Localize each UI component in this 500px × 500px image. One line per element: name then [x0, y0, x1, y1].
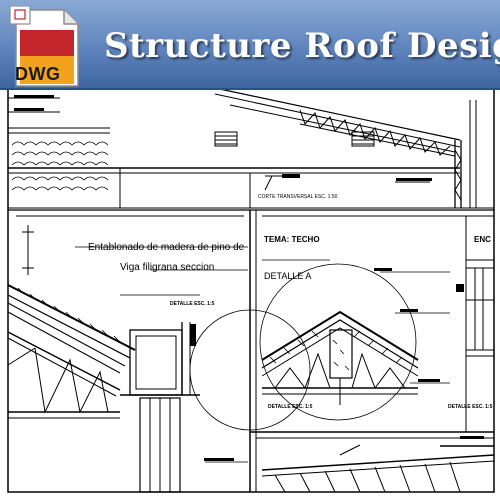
banner-title: Structure Roof Design [104, 26, 500, 66]
eave-detail [7, 225, 311, 493]
ridge-detail-label: DETALLE ESC. 1:5 [268, 404, 313, 410]
dwg-label: DWG [15, 64, 61, 84]
theme-label: TEMA: TECHO [264, 235, 320, 244]
lower-section [261, 444, 495, 493]
roof-cross-section [8, 87, 494, 211]
label-bar [14, 95, 54, 98]
label-bar [396, 178, 432, 181]
side-detail-label: DETALLE ESC. 1:5 [448, 404, 493, 410]
label-bar [400, 309, 418, 312]
title-banner: Structure Roof Design [0, 0, 500, 88]
eave-detail-label: DETALLE ESC. 1:5 [170, 301, 215, 307]
section-caption: CORTE TRANSVERSAL ESC. 1:50 [258, 194, 338, 200]
label-bar [204, 458, 234, 461]
anchor-block [190, 324, 196, 346]
label-bar [460, 436, 484, 439]
note-planking: Entablonado de madera de pino de [88, 242, 245, 253]
anchor-block [456, 284, 464, 292]
label-bar [14, 108, 44, 111]
note-beam: Viga filigrana seccion [120, 262, 215, 273]
label-bar [418, 379, 440, 382]
label-bar [374, 268, 392, 271]
dwg-file-icon: DWG [6, 5, 86, 90]
label-bar [282, 174, 300, 178]
roof-tiles-top [11, 141, 109, 191]
detail-a-label: DETALLE A [264, 271, 312, 281]
corner-heading: ENC [474, 235, 491, 244]
ridge-detail-a [259, 259, 494, 421]
